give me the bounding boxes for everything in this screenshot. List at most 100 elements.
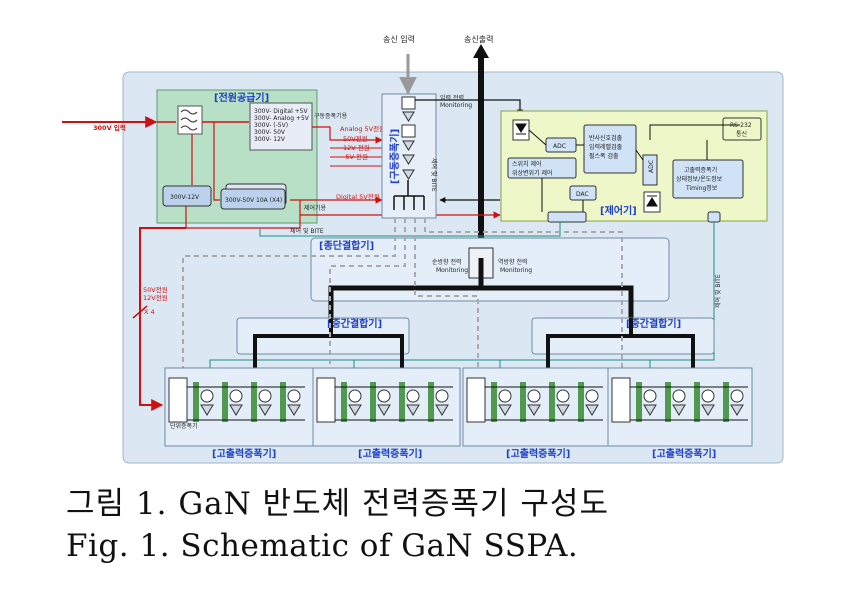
caption-english: Fig. 1. Schematic of GaN SSPA.	[66, 528, 579, 564]
hpa-input-stage	[168, 377, 188, 423]
mid-combiner-right-title: [중간결합기]	[626, 317, 681, 330]
adc-v-box	[642, 154, 658, 186]
bias-board	[341, 382, 347, 422]
unit-amp-icon	[585, 404, 599, 416]
controller-port-right	[707, 211, 721, 223]
hpa-label-4: [고출력증폭기]	[652, 447, 716, 460]
conv-50v-box	[220, 188, 286, 210]
hpa-input-stage	[316, 377, 336, 423]
hpa-input-stage	[466, 377, 486, 423]
circulator-icon	[406, 389, 420, 403]
psu-output-5: 300V- 12V	[254, 136, 286, 143]
supply-line-analog	[312, 126, 383, 144]
hpa-input-stage	[611, 377, 631, 423]
ctrl-bite-right-label: 제어 및 BITE	[714, 274, 722, 308]
bias-board	[399, 382, 405, 422]
hpa-internal-bus	[335, 386, 453, 421]
unit-amp-icon	[377, 404, 391, 416]
coupler-block	[401, 96, 416, 110]
switch-ctrl-label-2: 위상변위기 제어	[512, 169, 553, 177]
drive-signal-routing	[182, 218, 623, 368]
status-label-3: Timing정보	[685, 185, 718, 192]
conv-12v-label: 300V-12V	[170, 194, 200, 201]
driver-monitoring-label: Monitoring	[440, 102, 472, 109]
unit-amp-icon	[348, 404, 362, 416]
power-supply-title: [전원공급기]	[214, 91, 269, 104]
status-label-2: 상태정보/온도정보	[676, 175, 723, 183]
rev-monitoring-label: Monitoring	[500, 267, 532, 274]
unit-amp-icon	[527, 404, 541, 416]
diode-icon-left	[515, 123, 527, 135]
circulator-icon	[348, 389, 362, 403]
unit-amp-icon	[258, 404, 272, 416]
hpa-label-1: [고출력증폭기]	[212, 447, 276, 460]
v50-label: 50V전원	[343, 134, 368, 143]
unit-amp-label: 단위증폭기	[170, 422, 198, 430]
hpa-internal-bus	[187, 386, 305, 421]
circulator-icon	[435, 389, 449, 403]
unit-amp-icon	[498, 404, 512, 416]
circulator-icon	[200, 389, 214, 403]
filter-icon	[180, 109, 198, 131]
mid-combiner-left-title: [중간결합기]	[327, 317, 382, 330]
driver-amp-stages-icon	[402, 111, 415, 180]
unit-amp-icon	[643, 404, 657, 416]
circulator-icon	[498, 389, 512, 403]
circulator-icon	[229, 389, 243, 403]
adc-label: ADC	[553, 143, 566, 150]
rs232-label-2: 통신	[736, 130, 747, 138]
psu-output-box	[249, 102, 313, 151]
unit-amp-icon	[672, 404, 686, 416]
unit-amp-icon	[730, 404, 744, 416]
in-power-monitor-line	[415, 99, 523, 116]
conv-12v-box	[162, 185, 212, 207]
rs232-label: RS-232	[730, 122, 752, 129]
circulator-icon	[585, 389, 599, 403]
driver-divider	[393, 180, 425, 210]
unit-amp-icon	[229, 404, 243, 416]
tx-output-label: 송신출력	[464, 34, 493, 44]
supply-line-ctrl-route	[185, 200, 301, 229]
v12-label: 12V 전원	[343, 143, 370, 152]
analog-5v-label: Analog 5V전원	[340, 124, 385, 133]
bias-board	[520, 382, 526, 422]
drive-amp-note: 구동증폭기용	[314, 112, 348, 120]
bias-board	[636, 382, 642, 422]
circulator-icon	[556, 389, 570, 403]
adc-v-label: ADC	[648, 160, 655, 173]
bias-board	[251, 382, 257, 422]
supply-line-50v	[213, 122, 220, 201]
diode-icon-right	[646, 195, 658, 207]
unit-amp-icon	[435, 404, 449, 416]
ctrl-unit-label: 제어기용	[304, 204, 327, 212]
bias-board	[694, 382, 700, 422]
fwd-power-label: 순방향 전력	[432, 258, 462, 266]
psu-output-2: 300V- Analog +5V	[254, 115, 310, 122]
circulator-icon	[377, 389, 391, 403]
bias-board	[723, 382, 729, 422]
hpa-unit-amps	[168, 377, 748, 423]
ctrl-bite-line-left	[259, 222, 561, 237]
bias-board	[280, 382, 286, 422]
unit-amp-icon	[556, 404, 570, 416]
status-box	[672, 159, 744, 199]
circulator-icon	[730, 389, 744, 403]
switch-ctrl-label: 스위치 제어	[512, 160, 542, 168]
conv-50v-label: 300V-50V 10A (X4)	[225, 197, 282, 204]
driver-amp-title: [구동증폭기]	[388, 129, 401, 184]
dac-label: DAC	[576, 191, 589, 198]
controller-port	[547, 211, 587, 223]
driver-ctrl-bite-label: 제어 및 BITE	[430, 158, 438, 192]
unit-amp-icon	[287, 404, 301, 416]
hpa-internal-bus	[485, 386, 603, 421]
detect-box	[583, 124, 637, 174]
switch-block	[401, 124, 416, 138]
bias-board	[428, 382, 434, 422]
bias-board	[665, 382, 671, 422]
bias-board	[578, 382, 584, 422]
circulator-icon	[672, 389, 686, 403]
bias-board	[370, 382, 376, 422]
bias-board	[193, 382, 199, 422]
rev-power-label: 역방향 전력	[498, 258, 528, 266]
